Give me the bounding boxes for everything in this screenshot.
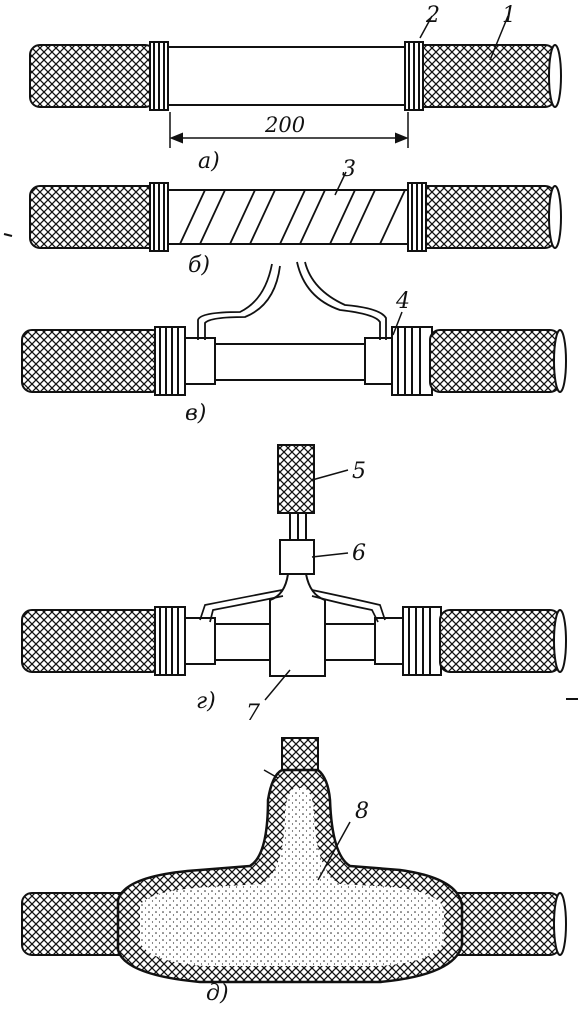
dimension-label: 200 xyxy=(264,113,305,137)
tee-clamp xyxy=(269,573,326,677)
tape-wrap-section xyxy=(159,189,416,245)
branch-wires xyxy=(197,261,387,340)
panel-v-label: в) xyxy=(185,401,206,426)
callout-4: 4 xyxy=(395,289,410,314)
panel-g-label: г) xyxy=(196,689,216,714)
cable-left-braid xyxy=(29,44,156,108)
panel-a-label: а) xyxy=(198,149,220,174)
stray-mark-left xyxy=(3,233,13,237)
callout-5: 5 xyxy=(352,459,366,484)
callout-1: 1 xyxy=(502,3,516,28)
callout-2: 2 xyxy=(425,3,440,28)
cable-inner-section xyxy=(159,46,411,106)
panel-v xyxy=(21,261,567,396)
callout-8: 8 xyxy=(355,799,369,824)
compound-filler xyxy=(140,788,444,966)
panel-d xyxy=(21,737,567,984)
connector-sleeve xyxy=(279,539,315,575)
cable-right-braid xyxy=(414,44,556,108)
callout-6: 6 xyxy=(352,541,366,566)
panel-a xyxy=(29,15,562,148)
panel-b-label: б) xyxy=(188,253,210,278)
binding-right xyxy=(404,41,424,111)
bare-conductor xyxy=(214,343,366,381)
branch-cable-braid xyxy=(277,444,315,514)
panel-b xyxy=(29,171,562,252)
tape-spiral xyxy=(179,189,406,245)
panel-g xyxy=(21,444,567,701)
callout-7: 7 xyxy=(246,701,260,726)
callout-3: 3 xyxy=(342,157,356,182)
binding-left xyxy=(149,41,169,111)
panel-d-label: д) xyxy=(206,981,229,1006)
